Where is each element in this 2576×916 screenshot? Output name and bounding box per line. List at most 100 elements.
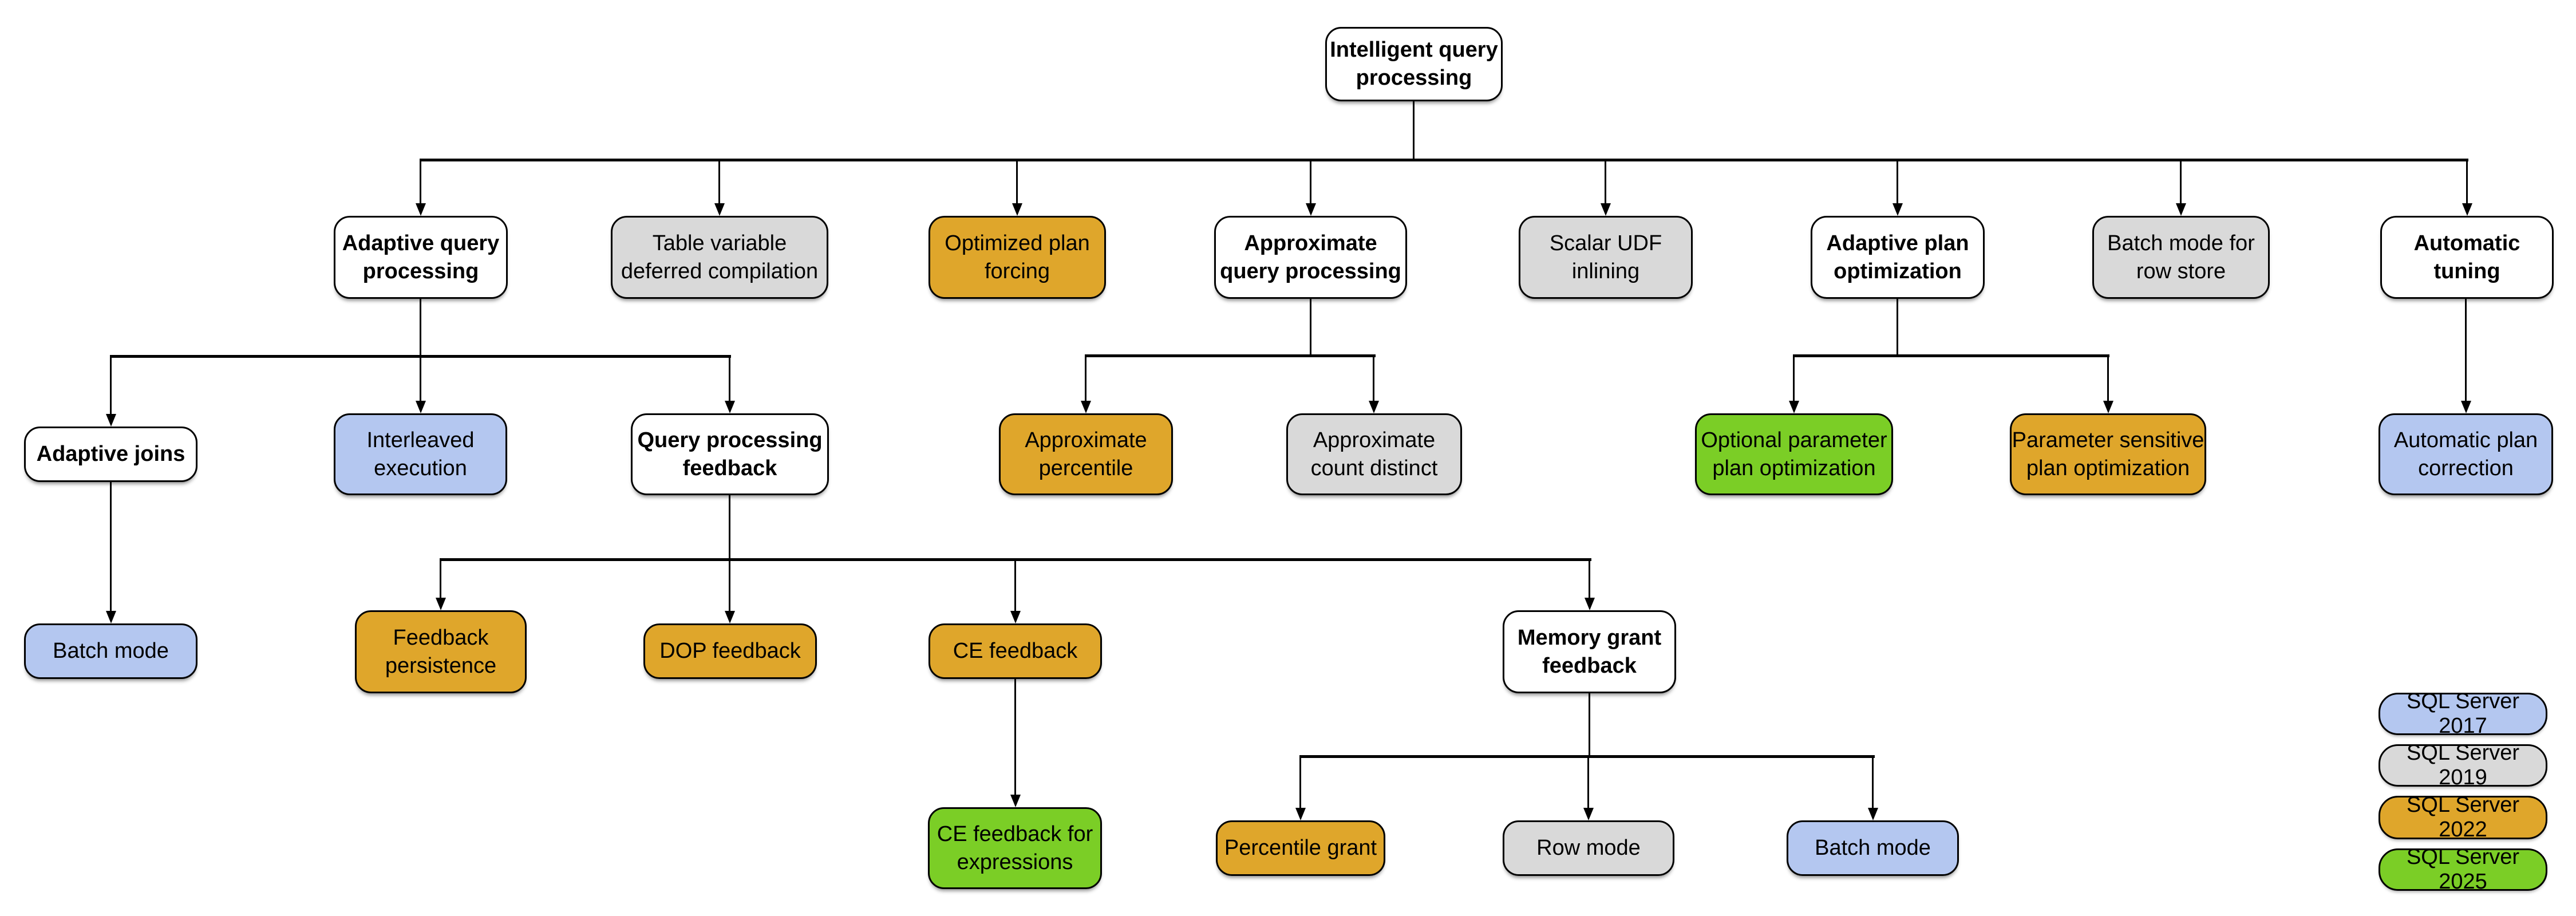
node-label: Adaptive joins	[36, 442, 185, 467]
node-table-variable-deferred-compilation: Table variable deferred compilation	[611, 216, 828, 299]
node-batch-mode-for-row-store: Batch mode for row store	[2092, 216, 2270, 299]
connector-line	[2465, 299, 2467, 402]
node-optional-parameter-plan-optimization: Optional parameter plan optimization	[1695, 413, 1893, 495]
connector-line	[1014, 558, 1016, 612]
node-label: Scalar UDF inlining	[1549, 231, 1662, 283]
connector-line	[2107, 354, 2109, 402]
node-label: Interleaved execution	[366, 428, 475, 480]
connector-line	[1016, 159, 1018, 206]
node-label: Batch mode	[1815, 836, 1931, 860]
connector-line	[1872, 755, 1874, 809]
arrow-down-icon	[1601, 203, 1611, 216]
arrow-down-icon	[1010, 795, 1021, 807]
node-adaptive-joins: Adaptive joins	[24, 427, 197, 482]
connector-line	[1897, 299, 1898, 356]
legend-label: SQL Server 2019	[2406, 741, 2520, 789]
node-percentile-grant: Percentile grant	[1216, 820, 1385, 876]
node-label: Optional parameter plan optimization	[1701, 428, 1887, 480]
connector-line	[1897, 159, 1898, 206]
arrow-down-icon	[416, 203, 426, 216]
connector-line	[718, 159, 720, 206]
node-automatic-tuning: Automatic tuning	[2380, 216, 2554, 299]
node-label: Memory grant feedback	[1517, 625, 1662, 678]
node-label: Adaptive query processing	[342, 231, 500, 283]
connector-line	[110, 482, 112, 612]
arrow-down-icon	[106, 611, 116, 623]
connector-line	[420, 159, 421, 206]
node-label: Automatic tuning	[2413, 231, 2520, 283]
node-label: Intelligent query processing	[1330, 38, 1498, 90]
node-dop-feedback: DOP feedback	[643, 623, 817, 679]
arrow-down-icon	[1893, 203, 1903, 216]
legend-sql-server-2022: SQL Server 2022	[2379, 793, 2547, 842]
node-label: Feedback persistence	[385, 625, 497, 678]
connector-line	[110, 355, 112, 415]
node-label: DOP feedback	[659, 639, 801, 664]
node-ce-feedback: CE feedback	[929, 623, 1102, 679]
node-approximate-query-processing: Approximate query processing	[1214, 216, 1407, 299]
arrow-down-icon	[2462, 203, 2472, 216]
connector-line	[2466, 159, 2468, 206]
node-label: CE feedback	[953, 639, 1078, 664]
node-approximate-count-distinct: Approximate count distinct	[1286, 413, 1462, 495]
connector-line	[441, 558, 1591, 561]
legend-sql-server-2025: SQL Server 2025	[2379, 845, 2547, 894]
node-feedback-persistence: Feedback persistence	[355, 610, 527, 693]
arrow-down-icon	[1868, 808, 1878, 820]
node-label: Optimized plan forcing	[945, 231, 1090, 283]
arrow-down-icon	[714, 203, 725, 216]
legend-label: SQL Server 2025	[2406, 845, 2520, 894]
connector-line	[420, 355, 421, 402]
node-optimized-plan-forcing: Optimized plan forcing	[929, 216, 1106, 299]
node-label: Row mode	[1536, 836, 1641, 860]
arrow-down-icon	[1012, 203, 1022, 216]
node-adaptive-plan-optimization: Adaptive plan optimization	[1811, 216, 1985, 299]
connector-line	[1589, 692, 1590, 756]
arrow-down-icon	[1295, 808, 1306, 820]
node-label: Automatic plan correction	[2393, 428, 2538, 480]
arrow-down-icon	[725, 611, 735, 623]
connector-line	[1310, 159, 1311, 206]
connector-line	[440, 558, 441, 599]
node-batch-mode-adaptive-joins: Batch mode	[24, 623, 197, 679]
node-label: Approximate query processing	[1220, 231, 1401, 283]
node-memory-grant-feedback: Memory grant feedback	[1503, 610, 1676, 693]
node-label: CE feedback for expressions	[937, 822, 1093, 874]
legend-label: SQL Server 2022	[2406, 793, 2520, 842]
arrow-down-icon	[2103, 401, 2113, 413]
node-approximate-percentile: Approximate percentile	[999, 413, 1173, 495]
connector-line	[1587, 755, 1589, 809]
connector-line	[1793, 354, 1795, 402]
connector-line	[1605, 159, 1606, 206]
legend-sql-server-2019: SQL Server 2019	[2379, 741, 2547, 789]
arrow-down-icon	[416, 401, 426, 413]
arrow-down-icon	[1585, 598, 1595, 610]
connector-line	[1086, 354, 1376, 357]
connector-line	[2180, 159, 2182, 206]
node-label: Approximate count distinct	[1310, 428, 1438, 480]
connector-line	[1589, 558, 1590, 599]
connector-line	[1413, 101, 1415, 160]
node-label: Query processing feedback	[637, 428, 823, 480]
node-label: Batch mode for row store	[2107, 231, 2255, 283]
node-automatic-plan-correction: Automatic plan correction	[2379, 413, 2553, 495]
connector-line	[1373, 354, 1374, 402]
node-label: Percentile grant	[1224, 836, 1377, 860]
connector-line	[1310, 299, 1311, 356]
arrow-down-icon	[1306, 203, 1316, 216]
node-ce-feedback-for-expressions: CE feedback for expressions	[928, 807, 1102, 889]
node-adaptive-query-processing: Adaptive query processing	[334, 216, 508, 299]
arrow-down-icon	[2461, 401, 2471, 413]
arrow-down-icon	[1010, 611, 1021, 623]
node-label: Table variable deferred compilation	[621, 231, 819, 283]
arrow-down-icon	[1583, 808, 1594, 820]
arrow-down-icon	[106, 414, 116, 427]
connector-line	[1299, 755, 1301, 809]
connector-line	[729, 355, 730, 402]
node-scalar-udf-inlining: Scalar UDF inlining	[1519, 216, 1693, 299]
arrow-down-icon	[2176, 203, 2186, 216]
node-intelligent-query-processing: Intelligent query processing	[1325, 27, 1503, 101]
connector-line	[1794, 354, 2109, 357]
node-label: Parameter sensitive plan optimization	[2012, 428, 2204, 480]
